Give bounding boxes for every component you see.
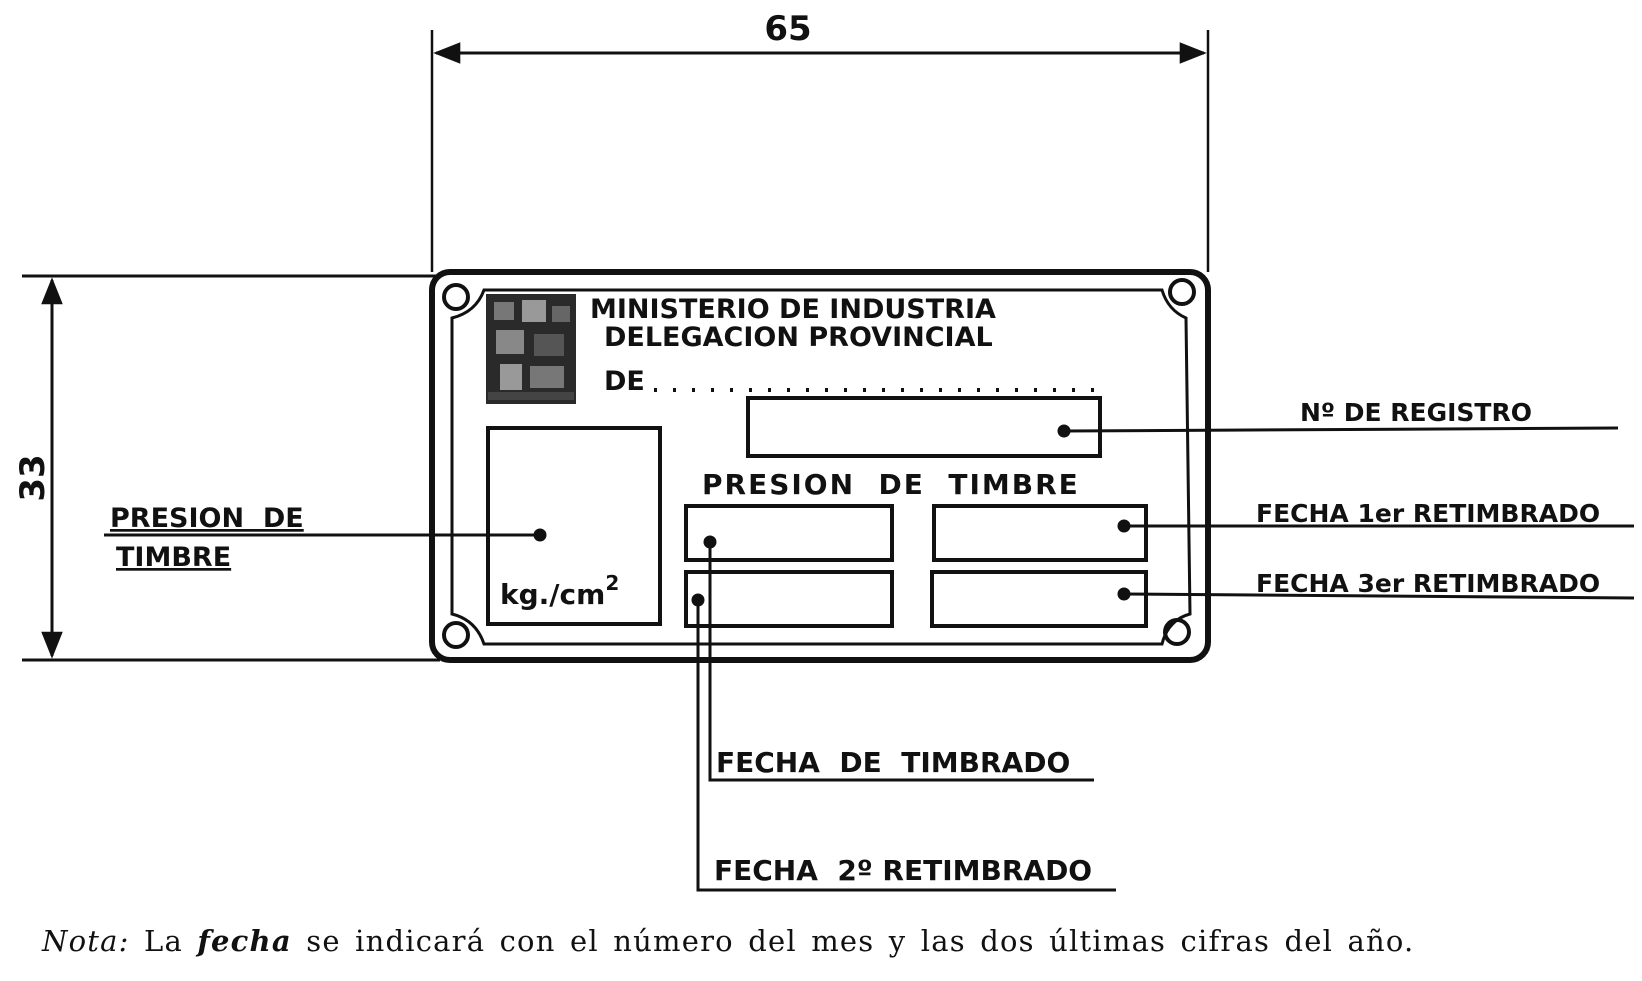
- plate-inner-border: [450, 288, 1192, 646]
- plate-delegation-text: DELEGACION PROVINCIAL: [604, 322, 993, 353]
- width-dimension: 65: [430, 9, 1210, 272]
- unit-label: kg./cm2: [500, 571, 619, 611]
- fecha-3er-box: [930, 570, 1148, 628]
- callout-presion-line2: TIMBRE: [116, 542, 231, 573]
- note-pre: La: [143, 924, 183, 958]
- plate-ministry-text: MINISTERIO DE INDUSTRIA: [590, 294, 996, 325]
- note-emphasis: fecha: [197, 924, 292, 958]
- callout-fecha-timbrado: FECHA DE TIMBRADO: [716, 746, 1070, 779]
- presion-box: [486, 426, 662, 626]
- note-post: se indicará con el número del mes y las …: [306, 924, 1415, 958]
- height-label: 33: [13, 454, 53, 501]
- corner-hole-top-right: [1168, 278, 1196, 306]
- callout-fecha-2o: FECHA 2º RETIMBRADO: [714, 854, 1092, 887]
- callout-labels: PRESION DE TIMBRE Nº DE REGISTRO FECHA 1…: [110, 398, 1600, 887]
- callout-fecha-1er: FECHA 1er RETIMBRADO: [1256, 499, 1600, 528]
- width-label: 65: [764, 9, 811, 49]
- corner-hole-bottom-left: [442, 621, 470, 649]
- leader-lines: [104, 424, 1635, 892]
- callout-presion-line1: PRESION DE: [110, 503, 304, 534]
- plate: MINISTERIO DE INDUSTRIA DELEGACION PROVI…: [429, 269, 1211, 663]
- plate-de-text: DE: [604, 366, 645, 397]
- fecha-2o-box: [684, 570, 894, 628]
- coat-of-arms-icon: [486, 294, 576, 404]
- fecha-timbrado-box: [684, 504, 894, 562]
- note-label: Nota:: [42, 924, 130, 958]
- corner-hole-bottom-right: [1163, 618, 1191, 646]
- plate-pressure-title: PRESION DE TIMBRE: [702, 468, 1080, 501]
- registro-box: [746, 396, 1102, 458]
- callout-registro: Nº DE REGISTRO: [1300, 398, 1532, 427]
- height-dimension: 33: [13, 274, 440, 662]
- unit-text: kg./cm: [500, 578, 605, 611]
- corner-hole-top-left: [442, 283, 470, 311]
- fecha-1er-box: [932, 504, 1148, 562]
- footnote: Nota: La fecha se indicará con el número…: [42, 924, 1414, 958]
- callout-fecha-3er: FECHA 3er RETIMBRADO: [1256, 569, 1600, 598]
- unit-exponent: 2: [605, 571, 619, 595]
- plate-outer-border: [429, 269, 1211, 663]
